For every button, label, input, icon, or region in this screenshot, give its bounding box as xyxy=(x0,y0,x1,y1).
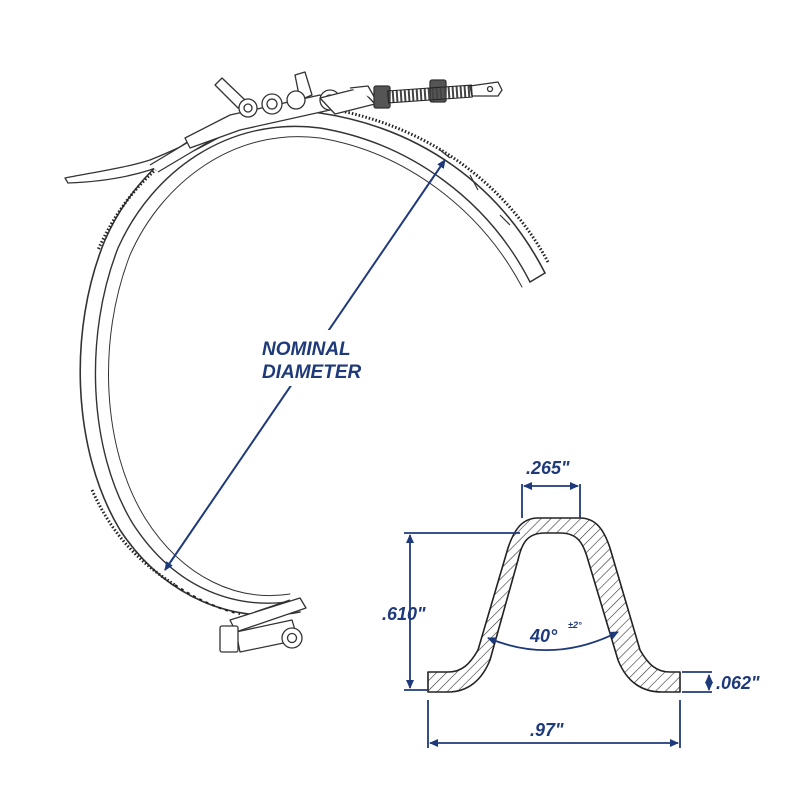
label-backing xyxy=(258,330,388,386)
profile-section xyxy=(427,517,681,693)
nominal-label-line2: DIAMETER xyxy=(262,362,362,383)
top-width-label: .265" xyxy=(526,458,570,478)
profile-dimensions xyxy=(404,482,713,748)
base-width-label: .97" xyxy=(530,720,564,740)
bottom-latch xyxy=(219,597,307,653)
band-slots xyxy=(439,149,511,226)
threaded-rod xyxy=(387,84,473,104)
nominal-label-line1: NOMINAL xyxy=(262,339,351,360)
height-label: .610" xyxy=(382,604,426,624)
thickness-label: .062" xyxy=(716,673,760,693)
profile-hatched-shape xyxy=(427,517,681,693)
angle-label: 40° xyxy=(529,626,558,646)
angle-tolerance-label: ±2° xyxy=(568,620,582,630)
